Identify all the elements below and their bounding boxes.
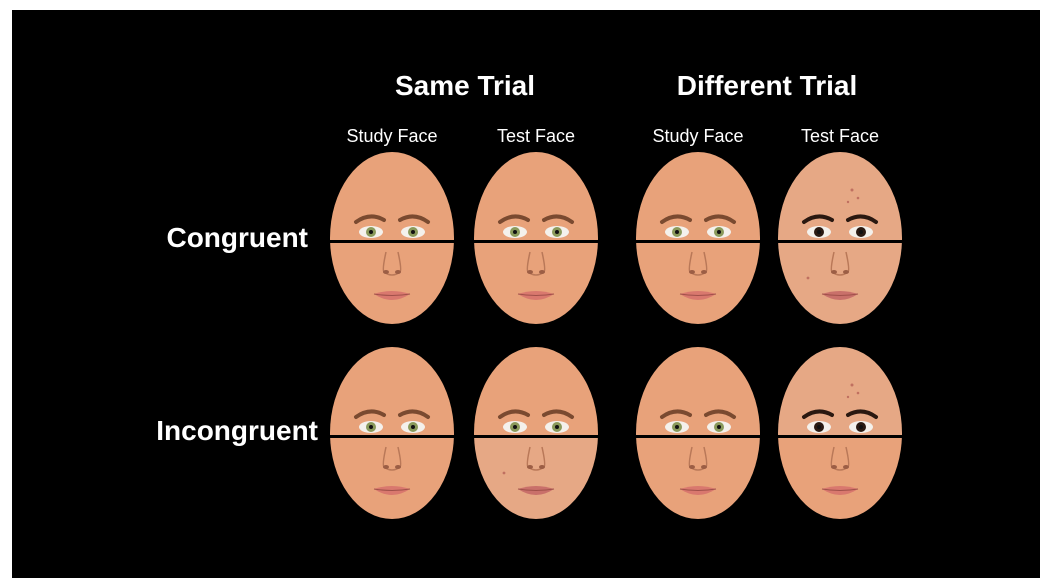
column-label-different-test: Test Face — [770, 126, 910, 147]
face-divider-line — [330, 435, 454, 438]
heading-same-trial: Same Trial — [330, 70, 600, 102]
face-image — [636, 347, 760, 519]
face-divider-line — [778, 435, 902, 438]
face-divider-line — [474, 435, 598, 438]
column-label-different-study: Study Face — [628, 126, 768, 147]
face-image — [778, 347, 902, 519]
heading-different-trial: Different Trial — [632, 70, 902, 102]
face-divider-line — [636, 435, 760, 438]
face-divider-line — [778, 240, 902, 243]
face-image — [330, 152, 454, 324]
face-divider-line — [636, 240, 760, 243]
face-incongruent-same-study — [330, 347, 454, 519]
face-incongruent-same-test — [474, 347, 598, 519]
face-image — [474, 152, 598, 324]
face-image — [474, 347, 598, 519]
column-label-same-study: Study Face — [322, 126, 462, 147]
face-image — [778, 152, 902, 324]
face-image — [636, 152, 760, 324]
face-divider-line — [474, 240, 598, 243]
column-label-same-test: Test Face — [466, 126, 606, 147]
face-congruent-same-study — [330, 152, 454, 324]
row-label-incongruent: Incongruent — [118, 415, 318, 447]
face-congruent-different-study — [636, 152, 760, 324]
face-incongruent-different-test — [778, 347, 902, 519]
face-divider-line — [330, 240, 454, 243]
face-congruent-same-test — [474, 152, 598, 324]
face-image — [330, 347, 454, 519]
face-congruent-different-test — [778, 152, 902, 324]
slide: Same Trial Different Trial Study Face Te… — [12, 10, 1040, 578]
face-incongruent-different-study — [636, 347, 760, 519]
row-label-congruent: Congruent — [108, 222, 308, 254]
